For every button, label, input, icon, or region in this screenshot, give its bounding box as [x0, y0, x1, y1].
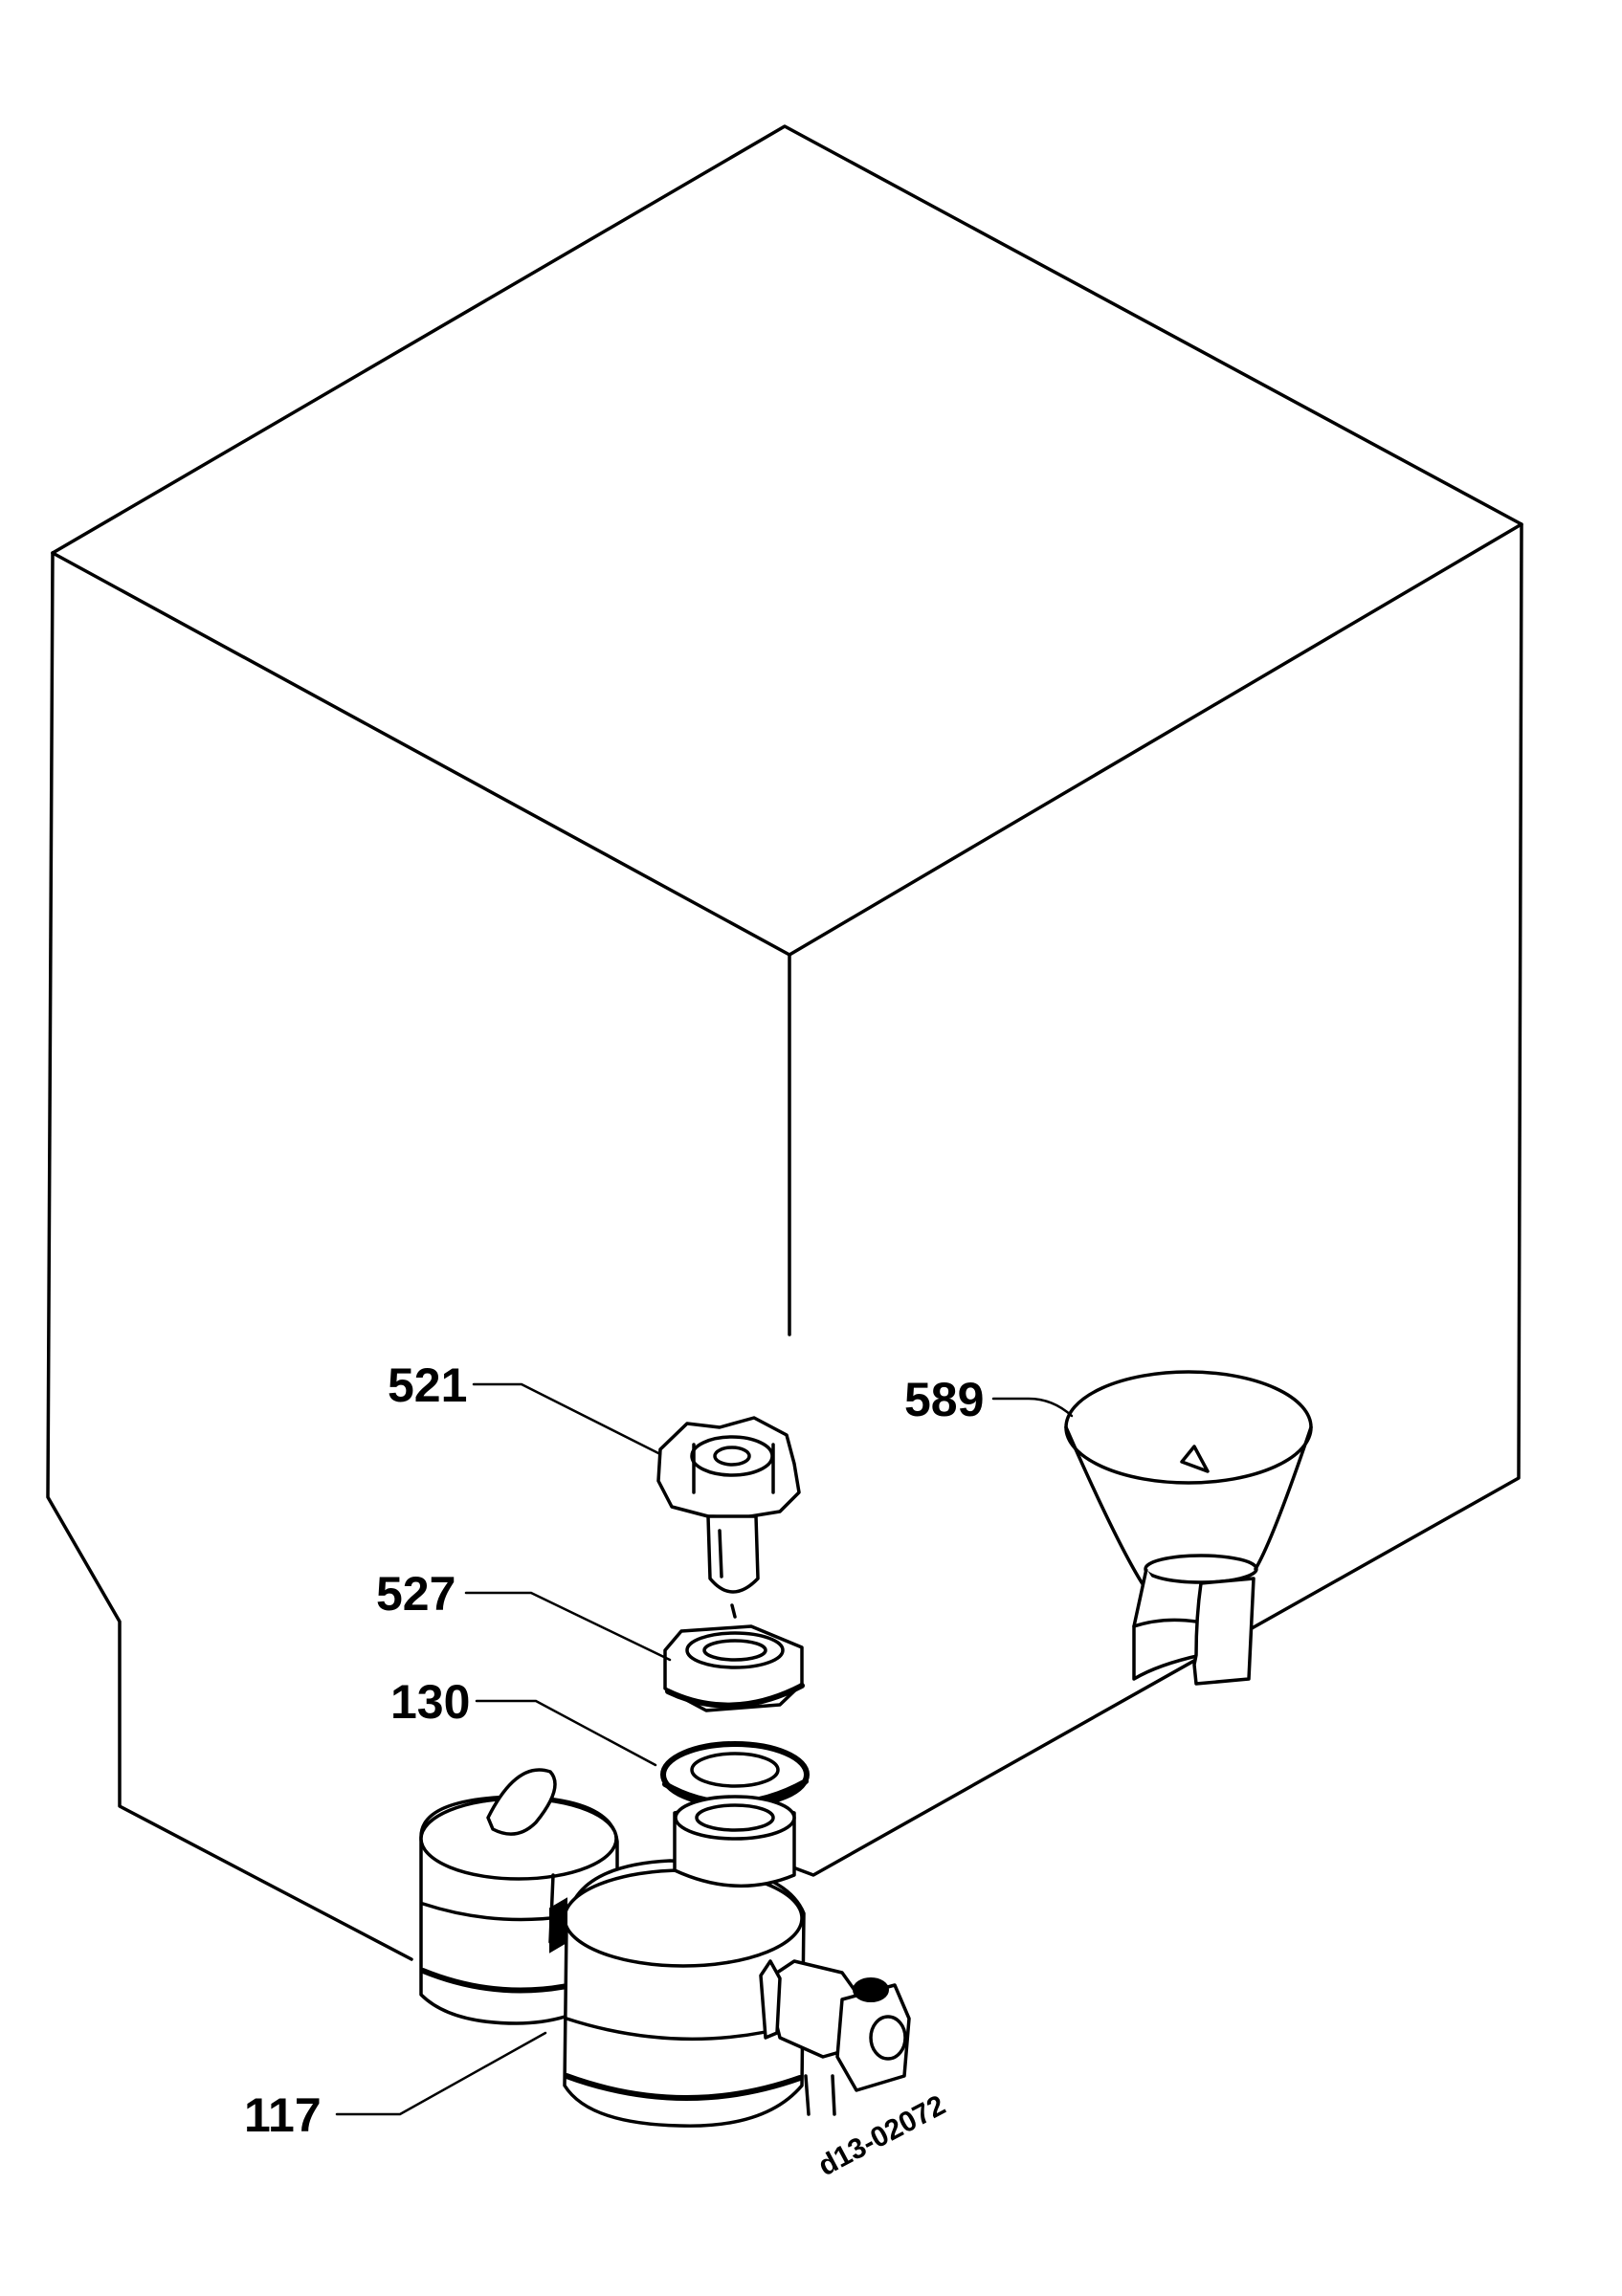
- leader-521: [472, 1382, 662, 1456]
- leader-527: [464, 1591, 672, 1662]
- callout-527: 527: [376, 1567, 455, 1621]
- callout-589: 589: [904, 1373, 984, 1426]
- part-117-valve: [419, 1768, 911, 2128]
- callout-130: 130: [390, 1675, 470, 1729]
- callout-117: 117: [244, 2088, 322, 2142]
- part-589-funnel: [1064, 1370, 1313, 1686]
- leader-589: [991, 1397, 1074, 1418]
- leader-130: [475, 1699, 657, 1767]
- callout-521: 521: [388, 1358, 467, 1412]
- part-527-nut: [663, 1624, 805, 1712]
- callout-labels: 521 527 130 117 589: [244, 1358, 984, 2142]
- cabinet-outline: [46, 124, 1523, 1961]
- part-521-knob: [656, 1416, 801, 1619]
- leader-117: [335, 2031, 547, 2116]
- leader-lines: [335, 1382, 1074, 2116]
